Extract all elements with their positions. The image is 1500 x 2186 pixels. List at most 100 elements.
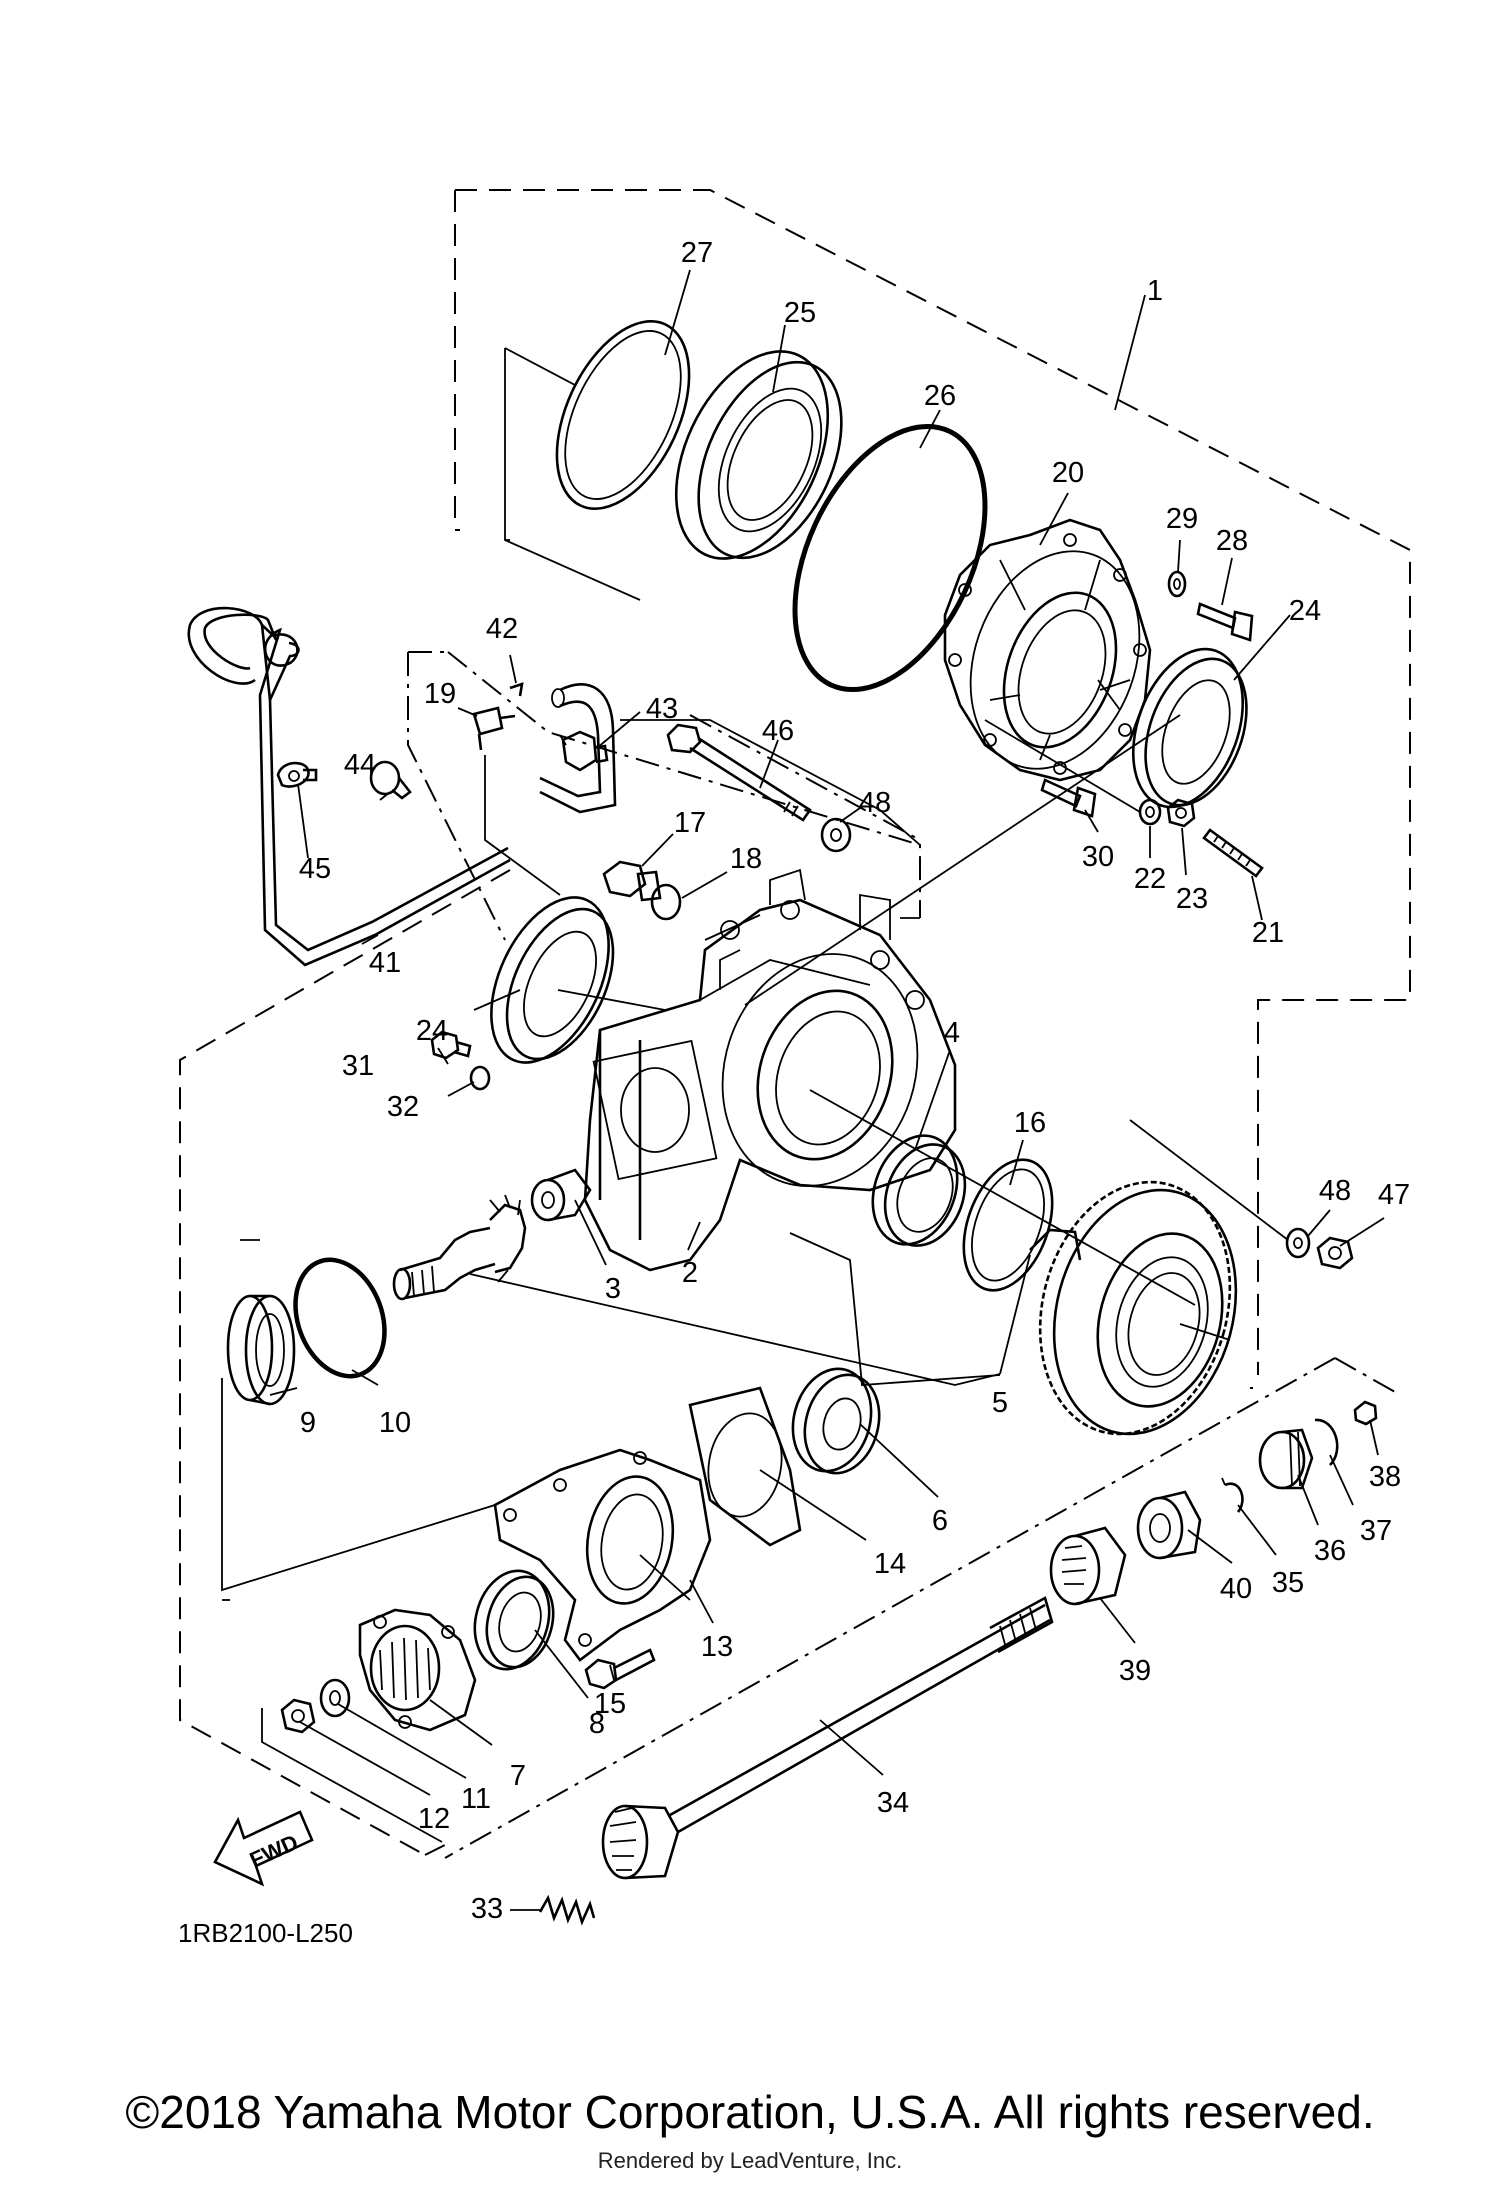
callout-29[interactable]: 29 bbox=[1166, 503, 1198, 535]
callout-35[interactable]: 35 bbox=[1272, 1567, 1304, 1599]
callout-45[interactable]: 45 bbox=[299, 853, 331, 885]
part-5-ring-gear[interactable] bbox=[1013, 1161, 1262, 1456]
part-47-nut[interactable] bbox=[1316, 1236, 1354, 1270]
callout-19[interactable]: 19 bbox=[424, 678, 456, 710]
callout-24-upper[interactable]: 24 bbox=[1289, 595, 1321, 627]
callout-22[interactable]: 22 bbox=[1134, 863, 1166, 895]
part-4-bearing[interactable] bbox=[858, 1124, 978, 1257]
callout-8[interactable]: 8 bbox=[589, 1708, 605, 1740]
callout-16[interactable]: 16 bbox=[1014, 1107, 1046, 1139]
part-16-gasket[interactable] bbox=[947, 1147, 1069, 1302]
callout-27[interactable]: 27 bbox=[681, 237, 713, 269]
part-19-fitting[interactable] bbox=[472, 706, 516, 751]
sensor-hose[interactable] bbox=[539, 683, 617, 814]
callout-37[interactable]: 37 bbox=[1360, 1515, 1392, 1547]
callout-42[interactable]: 42 bbox=[486, 613, 518, 645]
callout-30[interactable]: 30 bbox=[1082, 841, 1114, 873]
callout-23[interactable]: 23 bbox=[1176, 883, 1208, 915]
callout-11[interactable]: 11 bbox=[461, 1783, 491, 1815]
part-10-o-ring[interactable] bbox=[280, 1247, 400, 1388]
part-32-washer[interactable] bbox=[469, 1065, 491, 1091]
callout-46[interactable]: 46 bbox=[762, 715, 794, 747]
part-22-washer[interactable] bbox=[1138, 798, 1162, 826]
part-21-stud[interactable] bbox=[1202, 828, 1264, 878]
callout-3[interactable]: 3 bbox=[605, 1273, 621, 1305]
callout-13[interactable]: 13 bbox=[701, 1631, 733, 1663]
part-38-plug[interactable] bbox=[1353, 1400, 1378, 1426]
callout-40[interactable]: 40 bbox=[1220, 1573, 1252, 1605]
part-48-washer-upper[interactable] bbox=[820, 817, 852, 853]
callout-34[interactable]: 34 bbox=[877, 1787, 909, 1819]
callout-48-right[interactable]: 48 bbox=[1319, 1175, 1351, 1207]
part-48-washer-right[interactable] bbox=[1285, 1227, 1311, 1259]
part-24-seal-upper[interactable] bbox=[1113, 634, 1265, 822]
callout-21[interactable]: 21 bbox=[1252, 917, 1284, 949]
callout-38[interactable]: 38 bbox=[1369, 1461, 1401, 1493]
part-30-bolt[interactable] bbox=[1040, 778, 1097, 818]
part-8-seal[interactable] bbox=[464, 1562, 563, 1677]
callout-33[interactable]: 33 bbox=[471, 1893, 503, 1925]
part-41-breather-hose[interactable] bbox=[187, 606, 511, 967]
part-36-needle-bearing[interactable] bbox=[1258, 1428, 1314, 1490]
callout-18[interactable]: 18 bbox=[730, 843, 762, 875]
part-37-circlip[interactable] bbox=[1314, 1418, 1339, 1466]
callout-20[interactable]: 20 bbox=[1052, 457, 1084, 489]
part-23-nut[interactable] bbox=[1166, 798, 1196, 828]
part-11-washer[interactable] bbox=[319, 1678, 351, 1718]
part-9-coupling[interactable] bbox=[226, 1294, 296, 1406]
part-13-bracket[interactable] bbox=[493, 1448, 712, 1662]
part-45-clamp[interactable] bbox=[276, 761, 318, 788]
callout-25[interactable]: 25 bbox=[784, 297, 816, 329]
callout-32[interactable]: 32 bbox=[387, 1091, 419, 1123]
part-29-washer[interactable] bbox=[1167, 570, 1187, 598]
part-15-bolt[interactable] bbox=[584, 1648, 656, 1690]
part-14-gasket[interactable] bbox=[688, 1386, 802, 1547]
callout-36[interactable]: 36 bbox=[1314, 1535, 1346, 1567]
callout-28[interactable]: 28 bbox=[1216, 525, 1248, 557]
callout-14[interactable]: 14 bbox=[874, 1548, 906, 1580]
part-27-ring[interactable] bbox=[530, 301, 716, 530]
callout-2[interactable]: 2 bbox=[682, 1257, 698, 1289]
part-6-bearing[interactable] bbox=[782, 1360, 890, 1482]
part-26-o-ring[interactable] bbox=[757, 396, 1024, 719]
part-40-collar[interactable] bbox=[1136, 1490, 1202, 1560]
part-12-nut[interactable] bbox=[280, 1698, 316, 1734]
part-17-plug[interactable] bbox=[602, 860, 662, 902]
callout-47[interactable]: 47 bbox=[1378, 1179, 1410, 1211]
callout-26[interactable]: 26 bbox=[924, 380, 956, 412]
callout-7[interactable]: 7 bbox=[510, 1760, 526, 1792]
part-31-bolt[interactable] bbox=[430, 1030, 472, 1060]
part-28-bolt[interactable] bbox=[1196, 602, 1254, 642]
callout-24-lower[interactable]: 24 bbox=[416, 1015, 448, 1047]
callout-5[interactable]: 5 bbox=[992, 1387, 1008, 1419]
part-20-cover[interactable] bbox=[942, 518, 1169, 793]
callout-4[interactable]: 4 bbox=[944, 1017, 960, 1049]
part-46-bolt[interactable] bbox=[666, 723, 812, 822]
callout-1[interactable]: 1 bbox=[1147, 275, 1163, 307]
callout-6[interactable]: 6 bbox=[932, 1505, 948, 1537]
callout-31[interactable]: 31 bbox=[342, 1050, 374, 1082]
part-39-gear-collar[interactable] bbox=[1049, 1526, 1127, 1606]
callout-15[interactable]: 15 bbox=[594, 1688, 626, 1720]
callout-17[interactable]: 17 bbox=[674, 807, 706, 839]
callout-41[interactable]: 41 bbox=[369, 947, 401, 979]
callout-12[interactable]: 12 bbox=[418, 1803, 450, 1835]
pinion-shaft[interactable] bbox=[392, 1194, 527, 1301]
part-18-o-ring[interactable] bbox=[650, 883, 682, 921]
part-33-spring[interactable] bbox=[538, 1894, 596, 1926]
part-3-bushing[interactable] bbox=[530, 1168, 592, 1222]
part-34-shaft[interactable] bbox=[601, 1596, 1054, 1880]
callout-48-upper[interactable]: 48 bbox=[859, 787, 891, 819]
part-7-flange[interactable] bbox=[358, 1608, 477, 1732]
callout-10[interactable]: 10 bbox=[379, 1407, 411, 1439]
callout-43[interactable]: 43 bbox=[646, 693, 678, 725]
part-25-bearing[interactable] bbox=[646, 327, 870, 582]
leader-lines bbox=[221, 269, 1385, 1911]
part-2-housing[interactable] bbox=[583, 868, 957, 1272]
callout-9[interactable]: 9 bbox=[300, 1407, 316, 1439]
part-42-clip[interactable] bbox=[509, 682, 524, 697]
callout-44[interactable]: 44 bbox=[344, 749, 376, 781]
callout-39[interactable]: 39 bbox=[1119, 1655, 1151, 1687]
part-44-clamp[interactable] bbox=[369, 760, 412, 800]
part-24-seal-lower[interactable] bbox=[467, 879, 634, 1081]
